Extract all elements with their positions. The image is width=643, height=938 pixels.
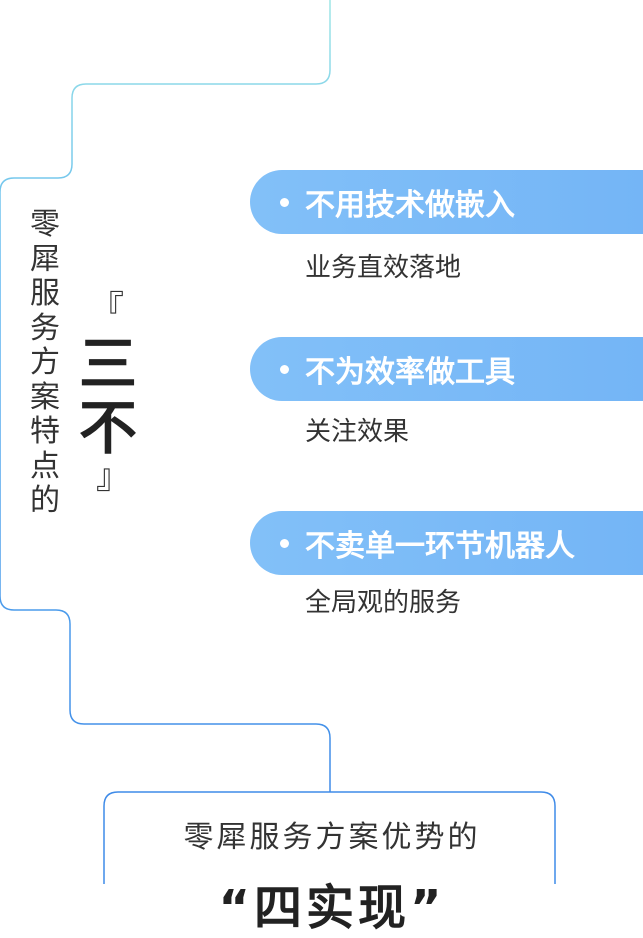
big-char: 三 (78, 330, 137, 398)
side-title-char: 零 (30, 207, 60, 242)
side-title-char: 点 (30, 448, 60, 484)
side-title-char: 案 (30, 379, 60, 415)
bottom-big-heading: “四实现” (218, 880, 446, 936)
big-char: 不 (78, 394, 137, 462)
bullet-dot-icon (280, 197, 289, 207)
bullet-dot-icon (280, 364, 289, 374)
feature-pill-1: 不用技术做嵌入 (250, 170, 643, 234)
side-title-char: 特 (30, 414, 60, 449)
bottom-heading: 零犀服务方案优势的 (183, 820, 481, 855)
feature-pill-2: 不为效率做工具 (250, 337, 643, 401)
bracket-open: 『 (90, 289, 124, 329)
bracket-close: 』 (96, 457, 130, 497)
three-no-heading: 三 不 (78, 332, 138, 460)
feature-subtitle-2: 关注效果 (305, 417, 410, 447)
feature-title: 不用技术做嵌入 (305, 188, 515, 223)
side-title-char: 犀 (30, 241, 60, 277)
side-title-char: 方 (30, 345, 60, 380)
feature-title: 不卖单一环节机器人 (305, 529, 575, 564)
side-vertical-title: 零 犀 服 务 方 案 特 点 的 (28, 207, 62, 519)
bullet-dot-icon (280, 538, 289, 548)
feature-pill-3: 不卖单一环节机器人 (250, 511, 643, 575)
side-title-char: 务 (30, 310, 60, 346)
feature-subtitle-3: 全局观的服务 (305, 588, 462, 618)
side-title-char: 服 (30, 276, 60, 311)
feature-title: 不为效率做工具 (305, 355, 515, 390)
side-title-char: 的 (30, 483, 60, 518)
feature-subtitle-1: 业务直效落地 (305, 253, 462, 283)
